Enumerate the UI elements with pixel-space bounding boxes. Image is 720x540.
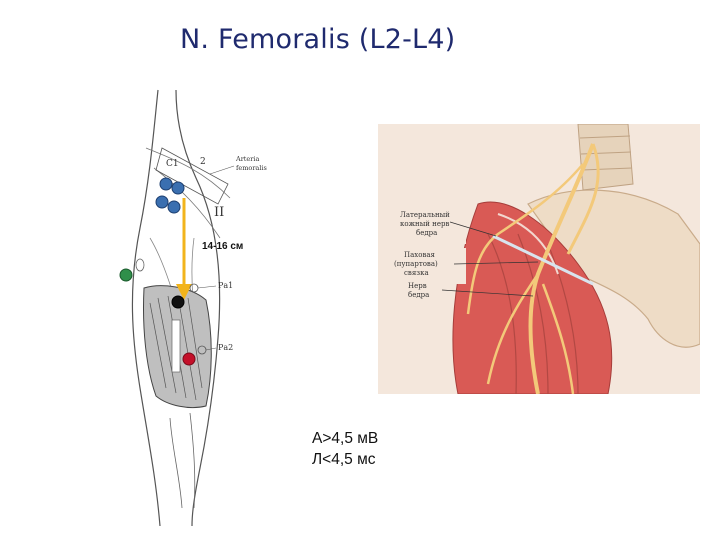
leg-outline — [131, 89, 161, 527]
label-inguinal-2: (пупартова) — [394, 260, 438, 268]
lateral-cutaneous-nerve — [466, 163, 584, 315]
amplitude-value: А>4,5 мВ — [312, 430, 379, 447]
measurement-values: А>4,5 мВ Л<4,5 мс — [312, 428, 378, 470]
latency-value: Л<4,5 мс — [312, 451, 376, 468]
page-title: N. Femoralis (L2-L4) — [180, 24, 456, 55]
label-lateral-nerve-2: кожный нерв — [400, 220, 449, 228]
label-arteria: Arteria — [235, 155, 259, 163]
stimulation-electrode — [155, 195, 169, 209]
stimulation-electrode — [159, 177, 173, 191]
label-ra1: Ра1 — [218, 281, 233, 290]
roman-label: II — [214, 205, 224, 220]
stimulation-electrode — [171, 181, 185, 195]
label-inguinal-1: Паховая — [404, 251, 436, 259]
label-inguinal-3: связка — [404, 269, 429, 277]
ground-electrode — [119, 268, 133, 282]
label-femoralis: femoralis — [236, 164, 267, 172]
inguinal-ligament — [492, 234, 594, 286]
leg-outline-inner — [175, 89, 221, 527]
distance-label: 14-16 см — [202, 241, 243, 252]
point-label-c1: C1 — [166, 159, 179, 169]
label-femoral-nerve-1: Нерв — [408, 282, 427, 290]
pelvis-bone — [527, 189, 700, 348]
stimulation-electrode — [167, 200, 181, 214]
reference-electrode — [182, 352, 196, 366]
distance-arrowhead — [176, 284, 192, 300]
anatomy-illustration: Латеральный кожный нерв бедра Паховая (п… — [378, 124, 700, 394]
label-lateral-nerve-1: Латеральный — [400, 211, 450, 219]
leg-electrode-diagram: C1 2 Arteria femoralis II 14-16 см Ра1 Р… — [119, 89, 267, 527]
recording-electrode — [171, 295, 185, 309]
label-lateral-nerve-3: бедра — [416, 229, 437, 237]
label-femoral-nerve-2: бедра — [408, 291, 429, 299]
point-label-2: 2 — [200, 157, 206, 167]
label-ra2: Ра2 — [218, 343, 233, 352]
